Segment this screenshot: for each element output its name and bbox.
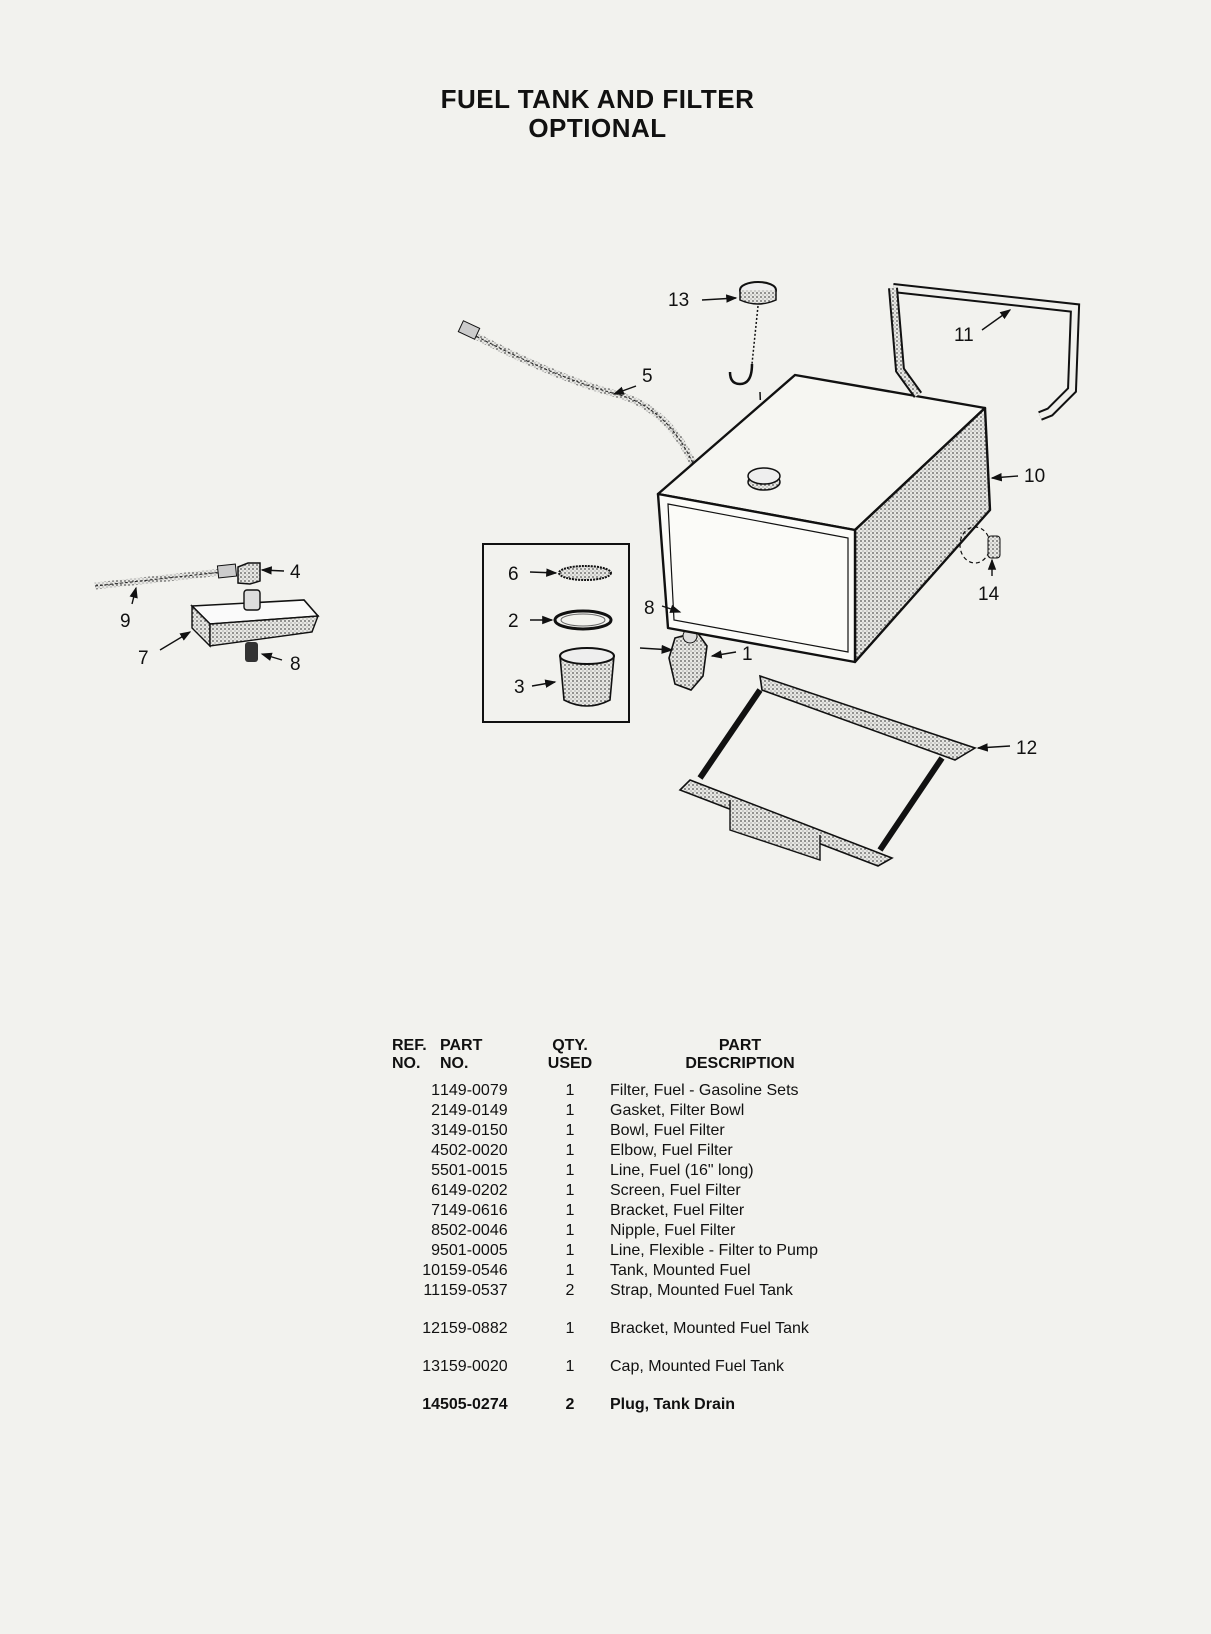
svg-text:5: 5	[642, 366, 653, 387]
filter-bowl-part	[559, 647, 615, 707]
fuel-line-part	[457, 320, 699, 470]
tank-cap-part	[728, 281, 777, 471]
callout-7: 7	[138, 631, 192, 669]
svg-text:14: 14	[978, 584, 1000, 605]
callout-2: 2	[508, 611, 554, 632]
callout-1: 1	[710, 644, 753, 665]
callout-13: 13	[668, 290, 738, 311]
callout-14: 14	[978, 558, 1000, 605]
svg-text:2: 2	[508, 611, 519, 632]
page-title: FUEL TANK AND FILTER	[440, 84, 755, 114]
svg-text:9: 9	[120, 611, 131, 632]
filter-inset-box	[482, 543, 630, 723]
svg-text:12: 12	[1016, 738, 1037, 759]
tank-drain-plug-part	[959, 526, 1001, 564]
callout-10: 10	[990, 466, 1045, 487]
callout-4: 4	[260, 562, 301, 583]
svg-text:4: 4	[290, 562, 301, 583]
callout-6: 6	[508, 564, 558, 585]
callout-9: 9	[120, 586, 138, 632]
svg-text:13: 13	[668, 290, 689, 311]
filter-bracket-part	[190, 589, 320, 648]
callout-11: 11	[954, 309, 1012, 346]
callout-12: 12	[976, 738, 1037, 759]
svg-text:8: 8	[290, 654, 301, 675]
callout-5: 5	[612, 366, 653, 395]
svg-text:11: 11	[954, 325, 974, 346]
header-qty-used: QTY.USED	[547, 1037, 593, 1072]
tank-mount-bracket-part	[678, 674, 977, 867]
nipple-part	[245, 642, 258, 662]
exploded-parts-diagram: 1 2 3 4 5 6 7 8 8 9 10 11	[94, 281, 1081, 867]
callout-8: 8 8	[260, 598, 682, 675]
callout-3: 3	[514, 677, 557, 698]
svg-text:7: 7	[138, 648, 149, 669]
svg-text:1: 1	[742, 644, 753, 665]
svg-text:6: 6	[508, 564, 519, 585]
elbow-part	[237, 562, 261, 585]
fuel-filter-part	[668, 628, 708, 691]
gasket-part	[553, 609, 613, 631]
svg-text:10: 10	[1024, 466, 1045, 487]
page-subtitle: OPTIONAL	[528, 113, 667, 143]
flexible-line-part	[94, 563, 238, 590]
svg-text:8: 8	[644, 598, 655, 619]
fuel-tank-part	[656, 373, 992, 664]
filter-screen-part	[558, 565, 612, 581]
header-ref-no: REF.NO.	[392, 1037, 427, 1072]
svg-text:3: 3	[514, 677, 525, 698]
tank-strap-part	[888, 283, 1081, 421]
